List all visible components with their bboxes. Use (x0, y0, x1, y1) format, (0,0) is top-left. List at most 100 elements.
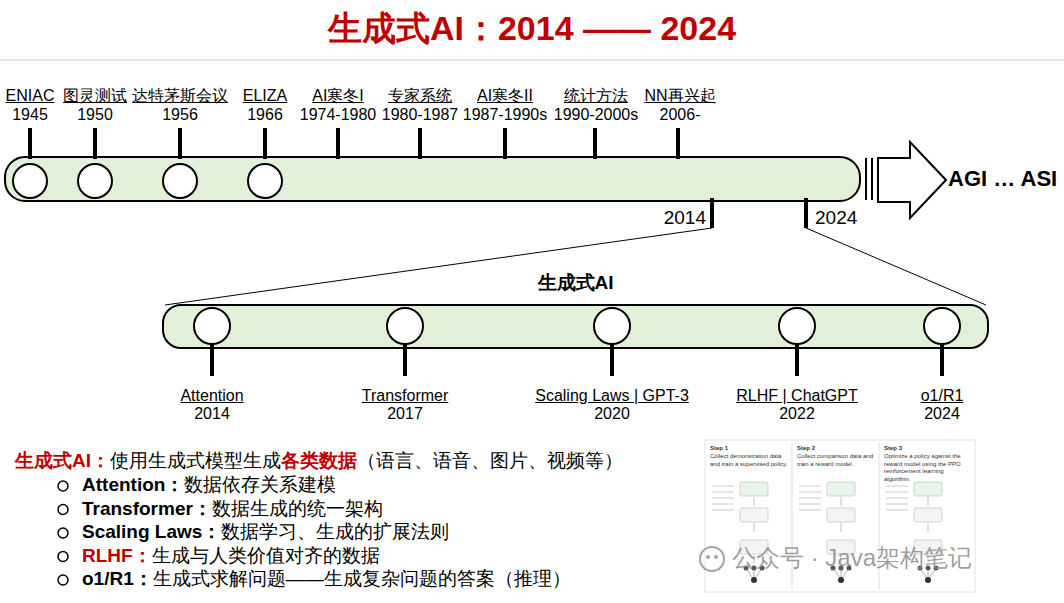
tick-mark (418, 128, 422, 159)
figure-text: Step 3 (884, 445, 966, 453)
tick-mark (804, 198, 808, 228)
timeline-circles (13, 164, 282, 198)
timeline-label: 2014 (194, 404, 230, 423)
title-rule (0, 60, 1064, 61)
timeline-dot (248, 164, 282, 198)
tick-mark (210, 344, 214, 376)
timeline-label: o1/R1 (921, 386, 964, 405)
bullet (58, 552, 68, 562)
tick-mark (795, 344, 799, 376)
bullet (58, 528, 68, 538)
timeline-label: 图灵测试 (63, 86, 127, 105)
timeline-dot (78, 164, 112, 198)
bullet-line: o1/R1：生成式求解问题——生成复杂问题的答案（推理） (82, 568, 571, 591)
tick-mark (593, 128, 597, 159)
timeline-label: 1950 (77, 105, 113, 124)
zoom-line (806, 228, 986, 305)
timeline-label: RLHF | ChatGPT (736, 386, 858, 405)
tick-mark (28, 128, 32, 159)
timeline-label: AI寒冬I (312, 86, 364, 105)
figure-text: Collect demonstration data and train a s… (710, 453, 792, 468)
timeline-dot (194, 308, 230, 344)
page-title: 生成式AI：2014 —— 2024 (0, 8, 1064, 49)
tick-mark (263, 128, 267, 159)
timeline-dot (779, 308, 815, 344)
definition-line: 生成式AI：使用生成式模型生成各类数据（语言、语音、图片、视频等） (15, 450, 623, 473)
bullet (58, 575, 68, 585)
tick-mark (610, 344, 614, 376)
timeline-label: 1980-1987 (382, 105, 459, 124)
timeline-dot (924, 308, 960, 344)
timeline-label: 2024 (924, 404, 960, 423)
timeline-dot (594, 308, 630, 344)
text-run: 数据依存关系建模 (184, 474, 336, 495)
band-heading: 生成式AI (163, 272, 988, 295)
bullet-line: Transformer：数据生成的统一架构 (82, 498, 383, 521)
timeline-label: AI寒冬II (477, 86, 533, 105)
timeline-label: Scaling Laws | GPT-3 (535, 386, 689, 405)
text-run: 数据生成的统一架构 (212, 498, 383, 519)
timeline-label: 统计方法 (564, 86, 628, 105)
text-run: （语言、语音、图片、视频等） (357, 450, 623, 471)
text-run: RLHF： (82, 545, 152, 566)
zoom-line (165, 228, 712, 305)
text-run: 生成式AI： (15, 450, 110, 471)
bullet-line: Attention：数据依存关系建模 (82, 474, 336, 497)
text-run: 各类数据 (281, 450, 357, 471)
timeline-label: 专家系统 (388, 86, 452, 105)
timeline-label: 1990-2000s (554, 105, 639, 124)
timeline-circles (194, 308, 960, 344)
bullet-line: RLHF：生成与人类价值对齐的数据 (82, 545, 380, 568)
timeline-label: 1974-1980 (300, 105, 377, 124)
timeline-dot (13, 164, 47, 198)
timeline-label: NN再兴起 (644, 86, 715, 105)
timeline-label: Attention (180, 386, 243, 405)
tick-marks (212, 344, 942, 376)
timeline-label: AGI … ASI (948, 166, 1057, 192)
timeline-label: ELIZA (243, 86, 287, 105)
timeline-band (163, 305, 988, 348)
timeline-label: Transformer (362, 386, 449, 405)
watermark: 公众号 · Java架构笔记 (732, 544, 972, 573)
tick-mark (710, 198, 714, 228)
text-run: 生成与人类价值对齐的数据 (152, 545, 380, 566)
timeline-label: 1966 (247, 105, 283, 124)
tick-marks (30, 128, 678, 159)
timeline-label: 2014 (664, 207, 706, 230)
text-run: 使用生成式模型生成 (110, 450, 281, 471)
timeline-label: 2017 (387, 404, 423, 423)
text-run: Scaling Laws： (82, 521, 221, 542)
timeline-label: 2020 (594, 404, 630, 423)
bullet-line: Scaling Laws：数据学习、生成的扩展法则 (82, 521, 449, 544)
timeline-label: ENIAC (6, 86, 55, 105)
bullet (58, 481, 68, 491)
timeline-label: 2006- (660, 105, 701, 124)
timeline-label: 2024 (815, 207, 857, 230)
timeline-label: 达特茅斯会议 (132, 86, 228, 105)
text-run: Transformer： (82, 498, 212, 519)
timeline-bar (5, 157, 860, 201)
bullet-marks (58, 481, 68, 585)
timeline-arrow (866, 142, 946, 218)
text-run: 生成式求解问题——生成复杂问题的答案（推理） (153, 568, 571, 589)
timeline-label: 1987-1990s (463, 105, 548, 124)
timeline-band: 生成式AI (163, 305, 988, 348)
tick-mark (178, 128, 182, 159)
timeline-dot (387, 308, 423, 344)
text-run: Attention： (82, 474, 184, 495)
figure-text: Step 1 (710, 445, 792, 453)
text-run: 数据学习、生成的扩展法则 (221, 521, 449, 542)
tick-mark (503, 128, 507, 159)
rlhf-figure (705, 440, 975, 592)
bullet (58, 505, 68, 515)
timeline-label: 1956 (162, 105, 198, 124)
figure-text: Step 2 (797, 445, 879, 453)
timeline-label: 1945 (12, 105, 48, 124)
figure-text: Collect comparison data and train a rewa… (797, 453, 879, 468)
tick-mark (403, 344, 407, 376)
timeline-label: 2022 (779, 404, 815, 423)
figure-text: Optimize a policy against the reward mod… (884, 453, 966, 483)
tick-mark (336, 128, 340, 159)
tick-mark (676, 128, 680, 159)
watermark-icon (700, 547, 724, 571)
